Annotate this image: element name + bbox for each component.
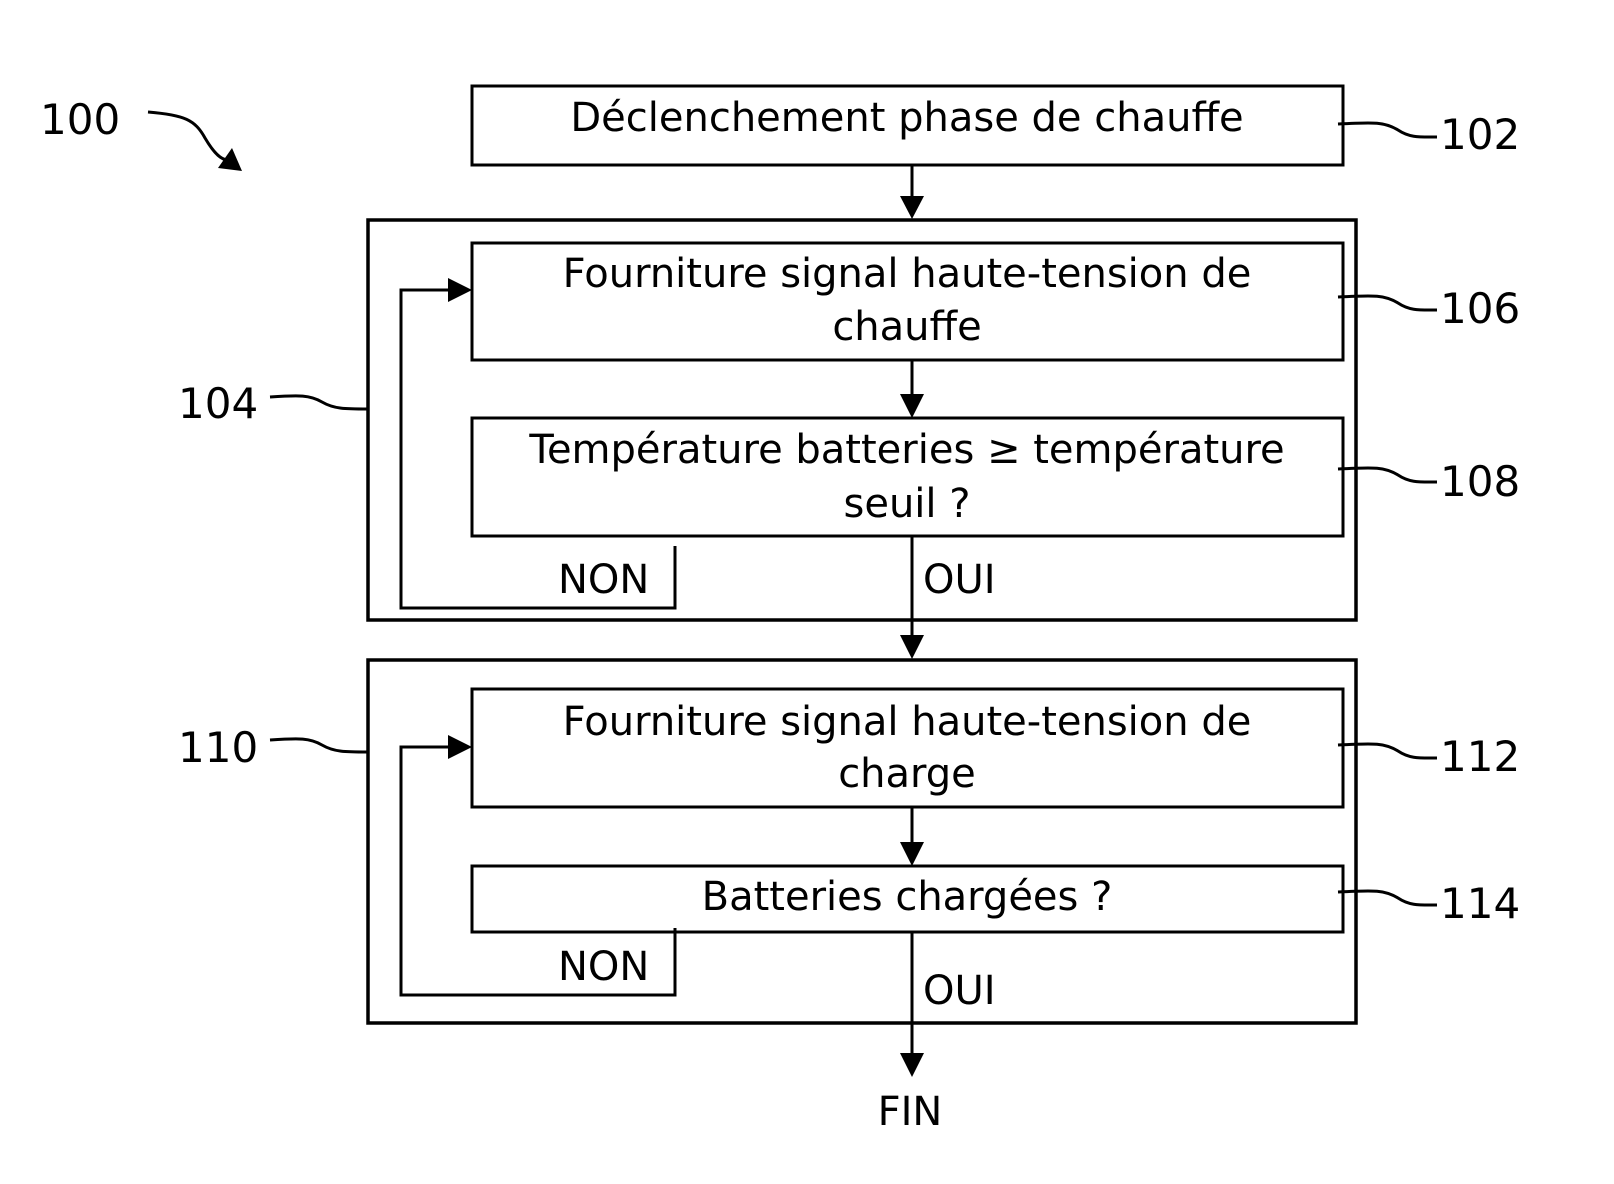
step-106-box xyxy=(470,241,1345,362)
group-104-leader xyxy=(269,394,369,411)
step-112-ref: 112 xyxy=(1440,732,1520,781)
loop-no-108-head-icon xyxy=(448,278,472,302)
step-108-text-line2: seuil ? xyxy=(844,481,971,527)
figure-reference-label: 100 xyxy=(40,95,120,144)
arrow-112-to-114-head-icon xyxy=(900,842,924,866)
step-114-box xyxy=(470,864,1345,934)
group-104-ref: 104 xyxy=(178,379,258,428)
step-102-leader xyxy=(1337,121,1438,139)
charging-phase-group xyxy=(366,658,1358,1025)
arrow-102-to-104-head-icon xyxy=(900,196,924,219)
end-label: FIN xyxy=(878,1089,943,1135)
step-102-ref: 102 xyxy=(1440,110,1520,159)
branch-yes-label-114: OUI xyxy=(923,968,996,1014)
step-114-text: Batteries chargées ? xyxy=(702,874,1113,920)
step-112-text-line1: Fourniture signal haute-tension de xyxy=(563,699,1252,745)
loop-no-108-to-106 xyxy=(399,288,677,610)
step-114-leader xyxy=(1337,889,1438,907)
arrow-yes-108-head-icon xyxy=(900,635,924,659)
step-102-text: Déclenchement phase de chauffe xyxy=(570,95,1243,141)
step-108-leader xyxy=(1337,466,1438,484)
step-106-text-line1: Fourniture signal haute-tension de xyxy=(563,251,1252,297)
step-106-leader xyxy=(1337,294,1438,312)
arrow-106-to-108-head-icon xyxy=(900,394,924,418)
step-106-ref: 106 xyxy=(1440,284,1520,333)
branch-no-label-108: NON xyxy=(558,557,649,603)
figure-reference-curve xyxy=(147,110,229,162)
figure-reference-arrowhead-icon xyxy=(218,148,242,171)
loop-no-114-head-icon xyxy=(448,735,472,759)
branch-no-label-114: NON xyxy=(558,944,649,990)
step-112-box xyxy=(470,687,1345,809)
step-106-text-line2: chauffe xyxy=(832,304,981,350)
step-108-box xyxy=(470,416,1345,538)
branch-yes-label-108: OUI xyxy=(923,557,996,603)
loop-no-114-to-112 xyxy=(399,745,677,997)
step-112-text-line2: charge xyxy=(838,751,976,797)
group-110-leader xyxy=(269,737,369,754)
step-102-box xyxy=(470,84,1345,167)
step-108-text-line1: Température batteries ≥ température xyxy=(528,427,1284,473)
step-108-ref: 108 xyxy=(1440,457,1520,506)
group-110-ref: 110 xyxy=(178,723,258,772)
step-112-leader xyxy=(1337,742,1438,760)
step-114-ref: 114 xyxy=(1440,879,1520,928)
heating-phase-group xyxy=(366,218,1358,622)
arrow-yes-114-head-icon xyxy=(900,1053,924,1077)
